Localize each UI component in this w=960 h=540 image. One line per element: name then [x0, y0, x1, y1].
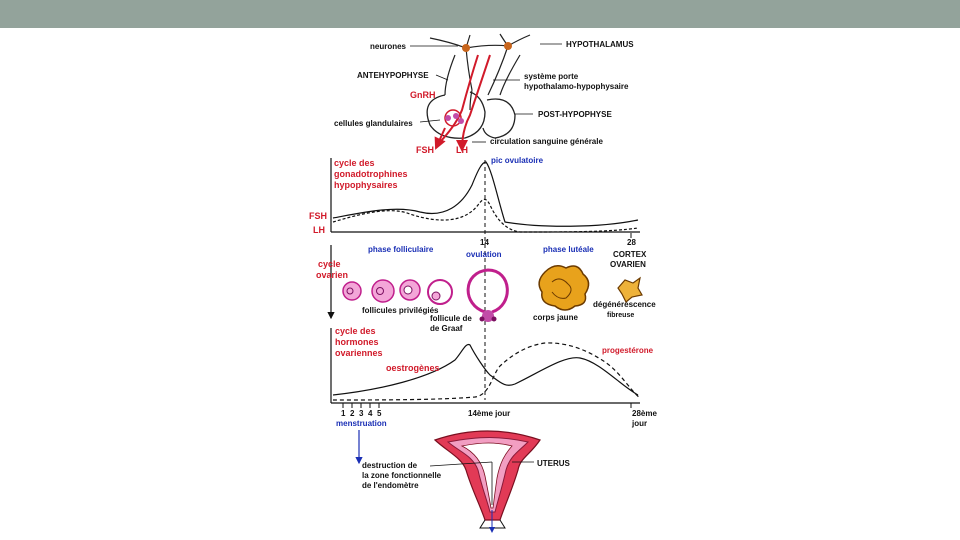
graafian-follicle [466, 268, 509, 314]
corps-jaune-shape [538, 265, 590, 311]
tick-14: 14 [480, 238, 489, 247]
label-systeme-porte-2: hypothalamo-hypophysaire [524, 82, 629, 91]
hormones-title-2: hormones [335, 337, 379, 347]
follicle [342, 281, 362, 301]
ovary-cycle-label-1: cycle [318, 259, 341, 269]
degenerescence-shape [617, 276, 643, 303]
label-circulation: circulation sanguine générale [490, 137, 603, 146]
label-oestrogenes: oestrogènes [386, 363, 440, 373]
progesterone-curve [332, 342, 641, 401]
day-tick-2: 2 [350, 409, 355, 418]
posterior-pituitary [482, 98, 516, 139]
label-destruction-3: de l'endomètre [362, 481, 419, 490]
fsh-curve [332, 198, 639, 233]
label-phase-folliculaire: phase folliculaire [368, 245, 434, 254]
label-uterus: UTERUS [537, 459, 571, 468]
axis-label-fsh: FSH [309, 211, 327, 221]
gonado-title-3: hypophysaires [334, 180, 398, 190]
lh-curve [332, 161, 639, 227]
axis-label-lh: LH [313, 225, 325, 235]
label-phase-luteale: phase lutéale [543, 245, 594, 254]
day-tick-5: 5 [377, 409, 382, 418]
day-tick-1: 1 [341, 409, 346, 418]
label-degenerescence: dégénérescence [593, 300, 656, 309]
label-antehypophyse: ANTEHYPOPHYSE [357, 71, 429, 80]
label-systeme-porte: système porte [524, 72, 579, 81]
label-neurones: neurones [370, 42, 407, 51]
hormones-graph [330, 328, 641, 408]
label-jour: jour [631, 419, 647, 428]
day-tick-4: 4 [368, 409, 373, 418]
label-menstruation: menstruation [336, 419, 387, 428]
label-pic-ovulatoire: pic ovulatoire [491, 156, 544, 165]
gonado-title-1: cycle des [334, 158, 375, 168]
label-de-graaf: de Graaf [430, 324, 463, 333]
label-fsh-top: FSH [416, 145, 434, 155]
label-ovarien: OVARIEN [610, 260, 646, 269]
hormones-title-3: ovariennes [335, 348, 383, 358]
anterior-pituitary [426, 91, 486, 139]
neuron-body [504, 42, 512, 50]
day-tick-3: 3 [359, 409, 364, 418]
gonado-title-2: gonadotrophines [334, 169, 408, 179]
label-cortex: CORTEX [613, 250, 647, 259]
label-14eme-jour: 14ème jour [468, 409, 510, 418]
label-cellules-glandulaires: cellules glandulaires [334, 119, 413, 128]
label-follicules-privilegies: follicules privilégiés [362, 306, 439, 315]
label-gnrh: GnRH [410, 90, 436, 100]
label-hypothalamus: HYPOTHALAMUS [566, 40, 634, 49]
hormones-title-1: cycle des [335, 326, 376, 336]
label-ovulation: ovulation [466, 250, 502, 259]
label-28eme: 28ème [632, 409, 657, 418]
neuron-body [462, 44, 470, 52]
label-corps-jaune: corps jaune [533, 313, 578, 322]
label-progesterone: progestérone [602, 346, 654, 355]
label-lh-top: LH [456, 145, 468, 155]
uterus-illustration [429, 430, 541, 533]
ovary-cycle-label-2: ovarien [316, 270, 348, 280]
label-destruction-2: la zone fonctionnelle [362, 471, 442, 480]
hypophysis-illustration [410, 33, 562, 152]
top-bar [0, 0, 960, 28]
label-post-hypophyse: POST-HYPOPHYSE [538, 110, 612, 119]
oestrogen-curve [332, 343, 639, 396]
tick-28: 28 [627, 238, 636, 247]
follicle [427, 279, 453, 305]
label-follicule-de: follicule de [430, 314, 472, 323]
label-fibreuse: fibreuse [607, 312, 634, 319]
label-destruction-1: destruction de [362, 461, 418, 470]
follicles-illustration [342, 265, 643, 322]
gonadotrophin-graph [330, 158, 640, 400]
